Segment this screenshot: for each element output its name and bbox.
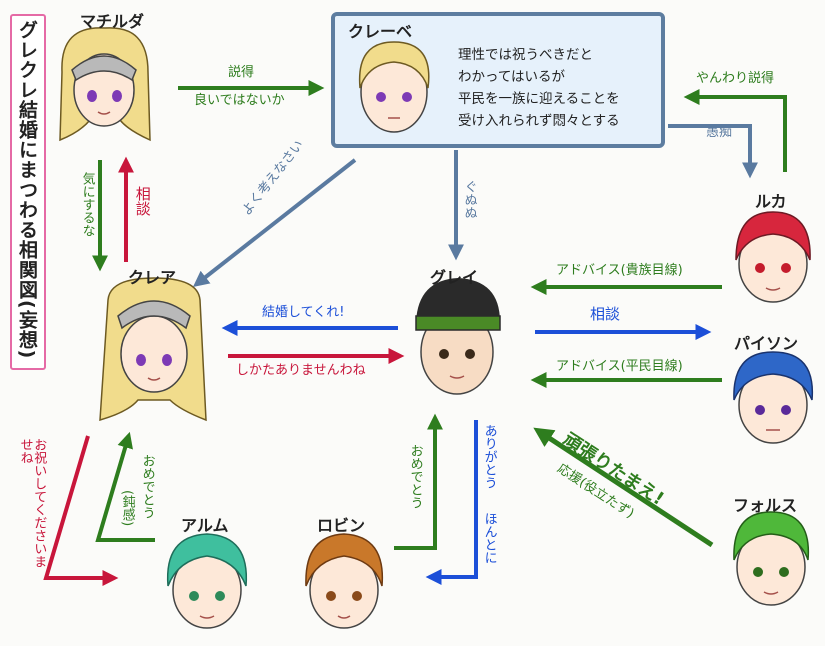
name-luka: ルカ <box>755 192 787 211</box>
label-clair-to-gray: 結婚してくれ! <box>262 305 345 320</box>
name-forsyth: フォルス <box>733 496 798 515</box>
arrow-clair-to-alm <box>43 435 119 586</box>
name-robin: ロビン <box>317 516 366 535</box>
label-cleve-to-luka: 愚痴 <box>706 125 733 140</box>
diagram-title: グレクレ結婚にまつわる相関図(妄想) <box>16 20 38 360</box>
label-mathilda-to-cleve-2: 良いではないか <box>194 93 285 108</box>
name-cleve: クレーベ <box>348 22 413 41</box>
face-python <box>733 351 814 444</box>
cleve-desc-line-4: 受け入れられず悶々とする <box>458 113 620 129</box>
label-gray-to-robin-2: ほんとに <box>481 512 497 564</box>
label-gray-to-lp: 相談 <box>590 305 621 323</box>
arrow-luka-to-cleve <box>683 89 787 172</box>
label-gray-to-clair: しかたありませんわね <box>236 363 366 378</box>
cleve-desc-line-2: わかってはいるが <box>458 69 566 85</box>
name-clair: クレア <box>128 268 177 287</box>
face-cleve <box>358 41 430 133</box>
name-python: パイソン <box>734 334 799 353</box>
arrow-forsyth-to-gray <box>533 427 714 548</box>
label-luka-to-cleve: やんわり説得 <box>696 71 775 86</box>
face-clair <box>99 277 207 422</box>
arrow-alm-to-clair <box>95 431 155 542</box>
face-mathilda <box>59 27 151 142</box>
face-luka <box>735 211 811 303</box>
label-alm-to-clair-2: (鈍感) <box>119 490 135 527</box>
label-robin-to-gray: おめでとう <box>407 444 423 509</box>
label-python-to-gray: アドバイス(平民目線) <box>556 359 683 374</box>
cleve-desc-line-3: 平民を一族に迎えることを <box>458 91 620 107</box>
label-alm-to-clair-1: おめでとう <box>139 454 155 519</box>
label-clair-to-alm: お祝いしてくださいませね <box>17 438 47 568</box>
face-robin <box>305 533 384 629</box>
name-mathilda: マチルダ <box>80 12 145 31</box>
label-mathilda-to-cleve-1: 説得 <box>228 65 255 80</box>
title-frame <box>10 14 46 370</box>
name-gray: グレイ <box>430 268 479 287</box>
cleve-description: 理性では祝うべきだと わかってはいるが 平民を一族に迎えることを 受け入れられず… <box>458 44 658 132</box>
arrow-cleve-to-clair <box>192 158 357 287</box>
arrow-gray-to-robin <box>425 420 478 585</box>
label-mathilda-to-clair: 気にするな <box>79 172 95 237</box>
face-gray <box>415 278 501 395</box>
cleve-desc-line-1: 理性では祝うべきだと <box>458 47 593 63</box>
arrow-cleve-to-luka <box>668 124 758 179</box>
label-cleve-to-gray: ぐぬぬ <box>461 180 477 219</box>
arrow-robin-to-gray <box>394 413 443 550</box>
label-gray-to-robin-1: ありがとう <box>481 424 497 489</box>
face-forsyth <box>733 511 810 606</box>
label-luka-to-gray: アドバイス(貴族目線) <box>556 263 683 278</box>
name-alm: アルム <box>181 516 229 535</box>
label-clair-to-mathilda: 相談 <box>133 186 152 216</box>
face-alm <box>166 533 248 629</box>
